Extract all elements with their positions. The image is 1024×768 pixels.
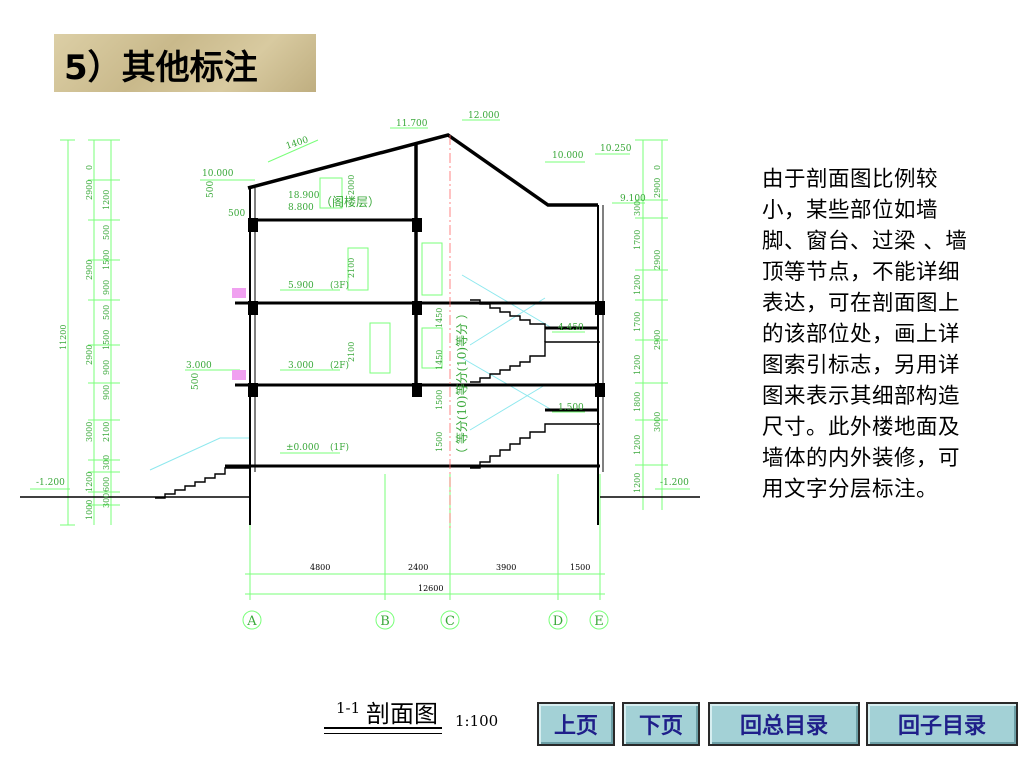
center-dim-0: 2000 [347,175,356,195]
index-markers [232,288,246,380]
left-inner-10: 600 [102,477,111,492]
caption-underline-thin [324,733,442,734]
axis-e: E [594,614,604,629]
elev-right-eave: 10.000 [552,151,584,161]
dimension-lines [30,119,690,630]
prev-page-button[interactable]: 上页 [537,702,615,746]
left-inner-3: 900 [102,280,111,295]
elev-f1: ±0.000 [286,443,320,453]
caption-underline-thick [324,727,442,729]
elev-landing-upper: 4.450 [558,323,584,333]
center-dim-6: 1500 [435,432,444,452]
title-box: 5）其他标注 [54,34,316,92]
right-inner-2: 1200 [633,275,642,295]
axis-a: A [246,614,257,629]
section-drawing: 12.000 11.700 10.000 10.000 10.250 9.100… [20,111,700,630]
bottom-dim-1: 2400 [408,563,428,572]
main-toc-button[interactable]: 回总目录 [708,702,860,746]
left-dims: 2900 2900 2900 3000 1000 0 11200 1200 50… [59,165,111,520]
caption-number: 1-1 [336,699,361,717]
left-outer-zero: 0 [85,165,94,170]
left-total: 11200 [59,325,68,350]
caption-scale: 1:100 [455,712,499,730]
elev-top: 11.700 [396,119,428,129]
center-dims: 2000 2100 2100 1450 1450 1500 1500 [347,175,444,452]
elev-f2-left: 3.000 [186,361,212,371]
axis-d: D [553,614,563,629]
tag-f1: (1F) [330,442,349,453]
center-dim-2: 2100 [347,342,356,362]
right-inner-0: 300 [633,201,642,216]
bottom-dim-0: 4800 [310,563,330,572]
right-outer-zero: 0 [653,165,662,170]
elev-f2: 3.000 [288,361,314,371]
page-title: 5）其他标注 [64,48,258,88]
right-inner-5: 1800 [633,392,642,412]
left-inner-12: 1200 [85,472,94,492]
right-inner-6: 1200 [633,435,642,455]
elevation-labels: 12.000 11.700 10.000 10.000 10.250 9.100… [36,111,689,488]
left-inner-8: 2100 [102,422,111,442]
elev-ground-right: -1.200 [660,478,689,488]
tag-f3: (3F) [330,280,349,291]
bottom-dim-3: 1500 [570,563,590,572]
right-inner-4: 1200 [633,355,642,375]
right-inner-1: 1700 [633,230,642,250]
beams [248,218,605,397]
right-inner-3: 1700 [633,312,642,332]
elev-landing-lower: 1.500 [558,403,584,413]
sub-toc-button[interactable]: 回子目录 [866,702,1018,746]
left-inner-11: 300 [102,493,111,508]
small-dim-3: 500 [191,373,201,390]
center-dim-5: 1500 [435,390,444,410]
small-dim-2: 500 [228,209,245,219]
left-inner-0: 1200 [102,190,111,210]
elev-ridge: 12.000 [468,111,500,121]
tag-f2: (2F) [330,360,349,371]
left-outer-4: 1000 [85,500,94,520]
left-inner-7: 900 [102,385,111,400]
right-outer-3: 3000 [653,412,662,432]
elev-right-parapet: 10.250 [600,144,632,154]
elev-ground-left: -1.200 [36,478,65,488]
left-outer-2: 2900 [85,345,94,365]
tag-attic: （阁楼层） [320,194,380,209]
elev-attic: 8.800 [288,203,314,213]
axis-c: C [445,614,455,629]
left-outer-1: 2900 [85,260,94,280]
right-dims: 0 2900 2900 2900 3000 300 1700 1200 1700… [633,165,662,493]
left-inner-2: 1500 [102,250,111,270]
bottom-dims: 4800 2400 3900 1500 12600 [310,563,590,593]
right-outer-1: 2900 [653,250,662,270]
stair-label: （ 等分(10)等分(10)等分 ） [455,307,469,460]
left-inner-1: 500 [102,225,111,240]
right-outer-2: 2900 [653,330,662,350]
elev-attic-top: 18.900 [288,191,320,201]
center-dim-3: 1450 [435,308,444,328]
left-inner-5: 1500 [102,330,111,350]
next-page-button[interactable]: 下页 [622,702,700,746]
left-inner-6: 900 [102,360,111,375]
center-dim-1: 2100 [347,258,356,278]
left-inner-4: 500 [102,305,111,320]
right-outer-0: 2900 [653,178,662,198]
elev-f3: 5.900 [288,281,314,291]
axis-b: B [380,614,390,629]
elev-right-roof: 9.100 [620,194,646,204]
left-outer-0: 2900 [85,180,94,200]
left-inner-9: 300 [102,455,111,470]
bottom-total: 12600 [418,584,443,593]
description-text: 由于剖面图比例较小，某些部位如墙脚、窗台、过梁 、墙顶等节点，不能详细表达，可在… [762,167,968,502]
axis-labels: A B C D E [246,614,603,629]
right-inner-7: 1200 [633,473,642,493]
caption-name: 剖面图 [366,700,438,728]
center-dim-4: 1450 [435,350,444,370]
bottom-dim-2: 3900 [496,563,516,572]
elev-left-eave: 10.000 [202,169,234,179]
section-walls [20,133,700,525]
left-outer-3: 3000 [85,422,94,442]
small-dim-1: 500 [206,181,216,198]
